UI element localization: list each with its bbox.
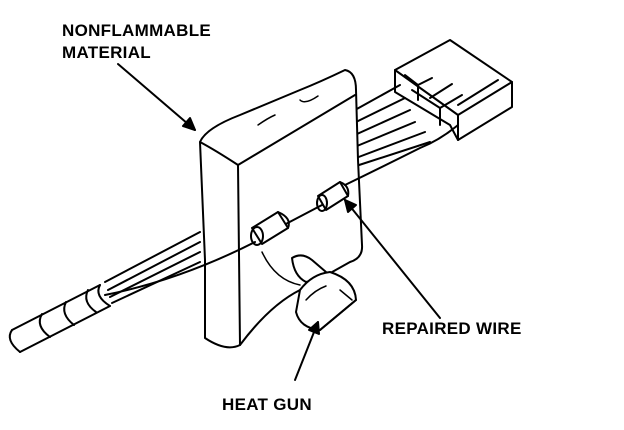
nonflammable-label-line1: NONFLAMMABLE [62,21,211,40]
heat-shrink-sleeve-right [316,181,350,212]
repaired-wire-leader-line [344,199,441,319]
nonflammable-block [199,69,364,349]
heat-gun [261,251,357,331]
wire-bundle-left [11,231,201,353]
nonflammable-leader-arrow [182,117,196,131]
heat-gun-label: HEAT GUN [222,395,312,414]
repaired-wire-label: REPAIRED WIRE [382,319,522,338]
heat-gun-leader-arrow [308,321,320,335]
heat-shrink-sleeve-left [250,211,290,246]
repaired-wire-leader-arrow [344,199,357,213]
tape-wrap [8,284,111,353]
wire-bundle-right [354,84,431,167]
connector [394,39,513,141]
nonflammable-leader-line [117,63,196,131]
nonflammable-label-line2: MATERIAL [62,43,151,62]
